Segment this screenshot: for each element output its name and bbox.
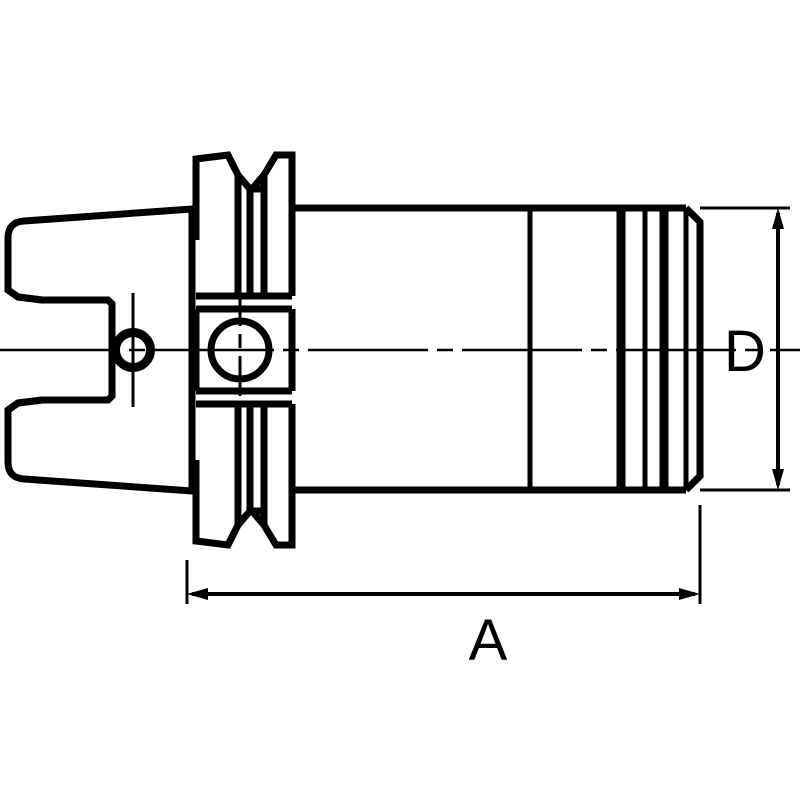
length-dimension: A: [185, 505, 702, 673]
flange-gripper-groove: [192, 151, 296, 549]
dim-a-arrow-right: [679, 588, 700, 600]
hsk-taper-shank: [4, 205, 196, 495]
dim-a-arrow-left: [187, 588, 208, 600]
dim-d-arrow-bottom: [772, 469, 784, 490]
dim-d-label: D: [724, 319, 766, 384]
diameter-dimension: D: [700, 206, 790, 492]
dim-d-arrow-top: [772, 208, 784, 229]
dim-a-label: A: [469, 608, 508, 673]
